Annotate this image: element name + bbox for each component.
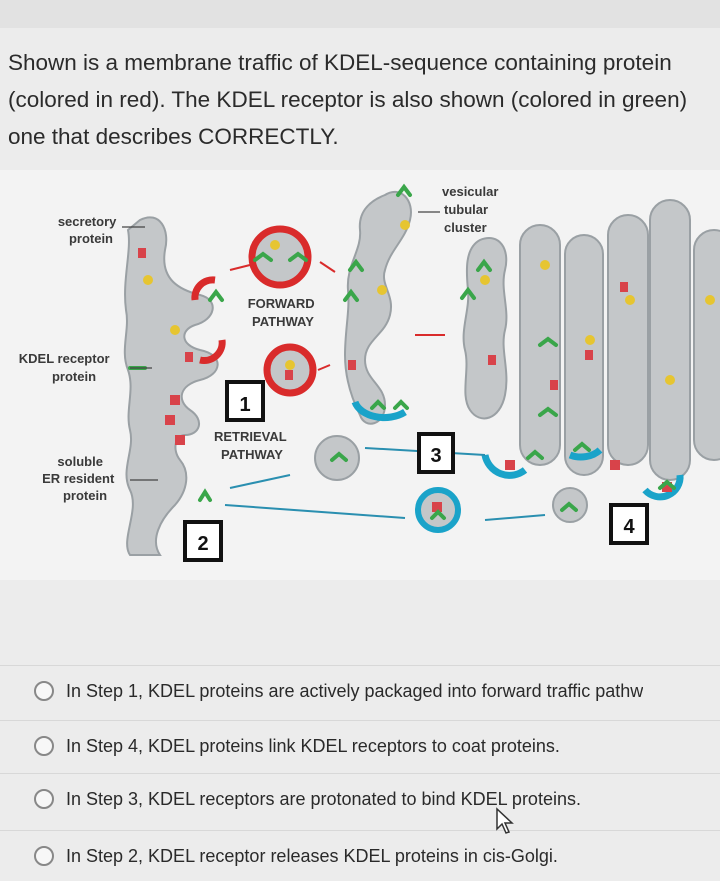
copi-coat-1 [351, 400, 407, 422]
question-line: Shown is a membrane traffic of KDEL-sequ… [8, 50, 672, 75]
step-box-1: 1 [225, 380, 265, 422]
label-vtc: vesicular tubular cluster [442, 184, 502, 235]
answer-option[interactable]: In Step 4, KDEL proteins link KDEL recep… [0, 720, 720, 771]
radio-button[interactable] [34, 789, 54, 809]
copi-coat-2 [481, 454, 528, 479]
copii-bud-1 [191, 276, 216, 301]
answer-option[interactable]: In Step 3, KDEL receptors are protonated… [0, 773, 720, 824]
svg-text:2: 2 [197, 533, 208, 555]
retrieval-arrow [224, 504, 406, 519]
golgi-cisterna-2 [564, 234, 604, 476]
radio-button[interactable] [34, 681, 54, 701]
kdel-protein-markers [138, 248, 672, 512]
label-pointers [122, 211, 440, 481]
copi-coat-3 [568, 447, 603, 461]
svg-text:3: 3 [430, 445, 441, 467]
vtc-membrane-2 [462, 237, 508, 420]
kdel-traffic-diagram: secretory protein KDEL receptor protein … [0, 170, 720, 580]
golgi-cisterna-5 [693, 229, 720, 461]
step-box-3: 3 [417, 432, 455, 474]
label-retrieval-pathway: RETRIEVAL PATHWAY [214, 429, 290, 462]
forward-arrow [317, 364, 331, 371]
copi-coat-4 [642, 474, 684, 501]
svg-text:1: 1 [239, 394, 250, 416]
golgi-cisterna-3 [607, 214, 649, 466]
answer-option[interactable]: In Step 2, KDEL receptor releases KDEL p… [0, 830, 720, 881]
step-box-4: 4 [609, 503, 649, 545]
svg-text:4: 4 [623, 516, 635, 538]
step-box-2: 2 [183, 520, 223, 562]
answer-option[interactable]: In Step 1, KDEL proteins are actively pa… [0, 665, 720, 716]
diagram-svg: secretory protein KDEL receptor protein … [0, 170, 720, 580]
forward-arrows [229, 261, 445, 371]
label-kdel-receptor: KDEL receptor protein [19, 351, 113, 384]
question-line: one that describes CORRECTLY. [8, 124, 339, 149]
forward-arrow [319, 261, 336, 273]
label-secretory: secretory protein [58, 214, 120, 246]
radio-button[interactable] [34, 736, 54, 756]
kdel-receptor-markers [128, 183, 676, 520]
radio-button[interactable] [34, 846, 54, 866]
copii-bud-2 [199, 339, 226, 364]
cargo-markers [143, 220, 715, 385]
label-soluble-er: soluble ER resident protein [42, 454, 118, 503]
top-band [0, 0, 720, 28]
forward-arrow [229, 264, 251, 271]
question-line: (colored in red). The KDEL receptor is a… [8, 87, 688, 112]
er-membrane [123, 216, 219, 556]
answer-option-label: In Step 2, KDEL receptor releases KDEL p… [66, 845, 558, 866]
question-text: Shown is a membrane traffic of KDEL-sequ… [8, 44, 720, 155]
answer-option-label: In Step 1, KDEL proteins are actively pa… [66, 680, 644, 701]
label-forward-pathway: FORWARD PATHWAY [248, 296, 319, 329]
answer-option-label: In Step 3, KDEL receptors are protonated… [66, 788, 581, 809]
retrieval-arrow [484, 514, 546, 521]
copii-vesicle-top [248, 225, 312, 289]
mouse-cursor-icon [496, 807, 514, 834]
retrieval-arrow [229, 474, 291, 489]
golgi-cisterna-4 [649, 199, 691, 481]
answer-option-label: In Step 4, KDEL proteins link KDEL recep… [66, 735, 560, 756]
